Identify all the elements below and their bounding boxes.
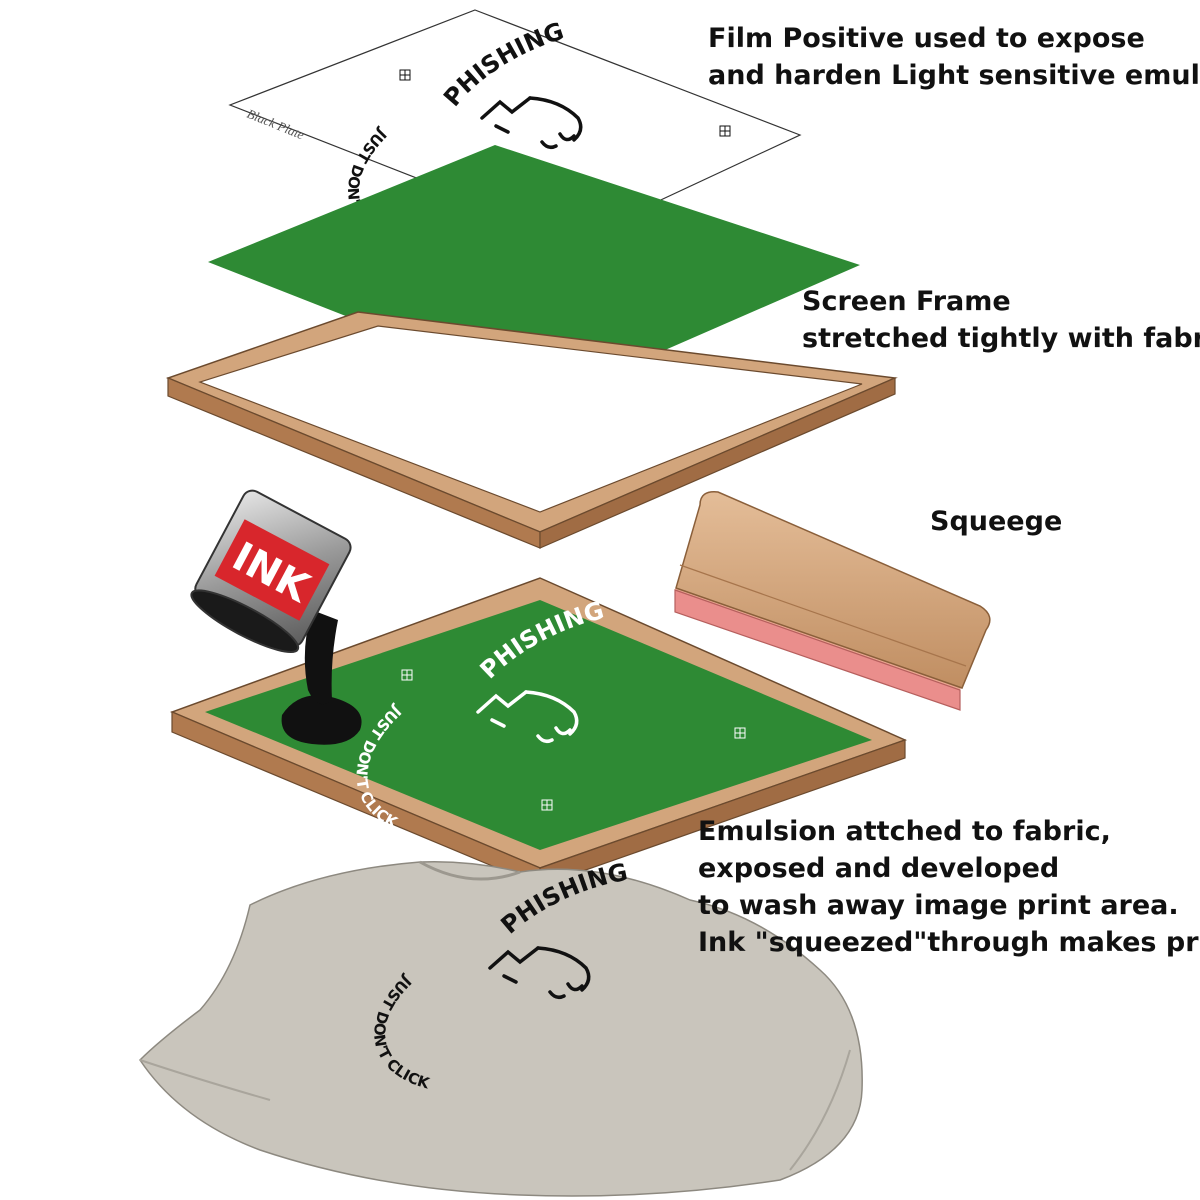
- ink-puddle: [281, 695, 362, 745]
- registration-marks: [401, 669, 746, 811]
- emulsion-sheet: [208, 145, 860, 398]
- squeegee-caption: Squeege: [930, 506, 1063, 537]
- printed-t-shirt: PHISHING JUST DON'T CLICK: [139, 858, 863, 1197]
- empty-screen-frame: [165, 311, 898, 549]
- exposed-screen-frame: PHISHING JUST DON'T CLICK: [169, 577, 908, 887]
- ink-can: INK: [190, 489, 352, 705]
- screen-frame-caption: Screen Frame stretched tightly with fabr…: [802, 286, 1200, 354]
- hand-icon: [476, 690, 579, 744]
- film-positive-caption: Film Positive used to expose and harden …: [708, 23, 1200, 91]
- ink-stream: [304, 610, 338, 705]
- hand-icon: [488, 946, 591, 1000]
- emulsion-caption: Emulsion attched to fabric, exposed and …: [698, 816, 1200, 958]
- exposed-emulsion: [205, 600, 872, 850]
- squeegee-tool: [674, 491, 991, 711]
- hand-icon: [480, 96, 583, 150]
